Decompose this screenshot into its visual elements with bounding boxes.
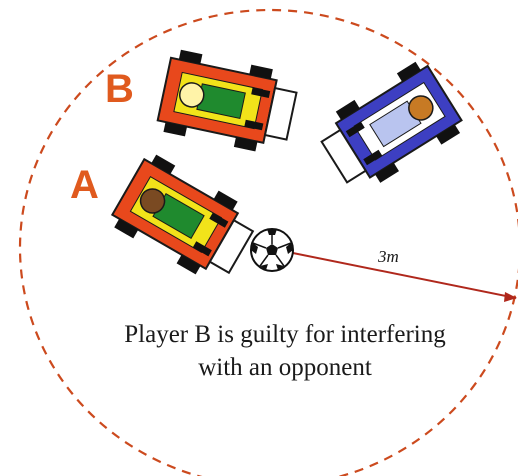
radius-label: 3m xyxy=(377,247,399,266)
caption-line-1: Player B is guilty for interfering xyxy=(124,321,446,348)
label-a: A xyxy=(70,163,99,207)
radius-line xyxy=(277,249,517,299)
robot-a-head xyxy=(139,188,166,214)
robot-b-head xyxy=(178,82,205,108)
label-b: B xyxy=(105,67,134,111)
robot-opponent-blue xyxy=(320,61,463,184)
radius-arrowhead xyxy=(504,292,517,302)
soccer-ball-icon xyxy=(250,228,294,272)
robot-a xyxy=(110,154,255,275)
caption-line-2: with an opponent xyxy=(198,354,372,381)
robot-b xyxy=(156,49,298,152)
robot-opponent-head xyxy=(408,95,434,121)
